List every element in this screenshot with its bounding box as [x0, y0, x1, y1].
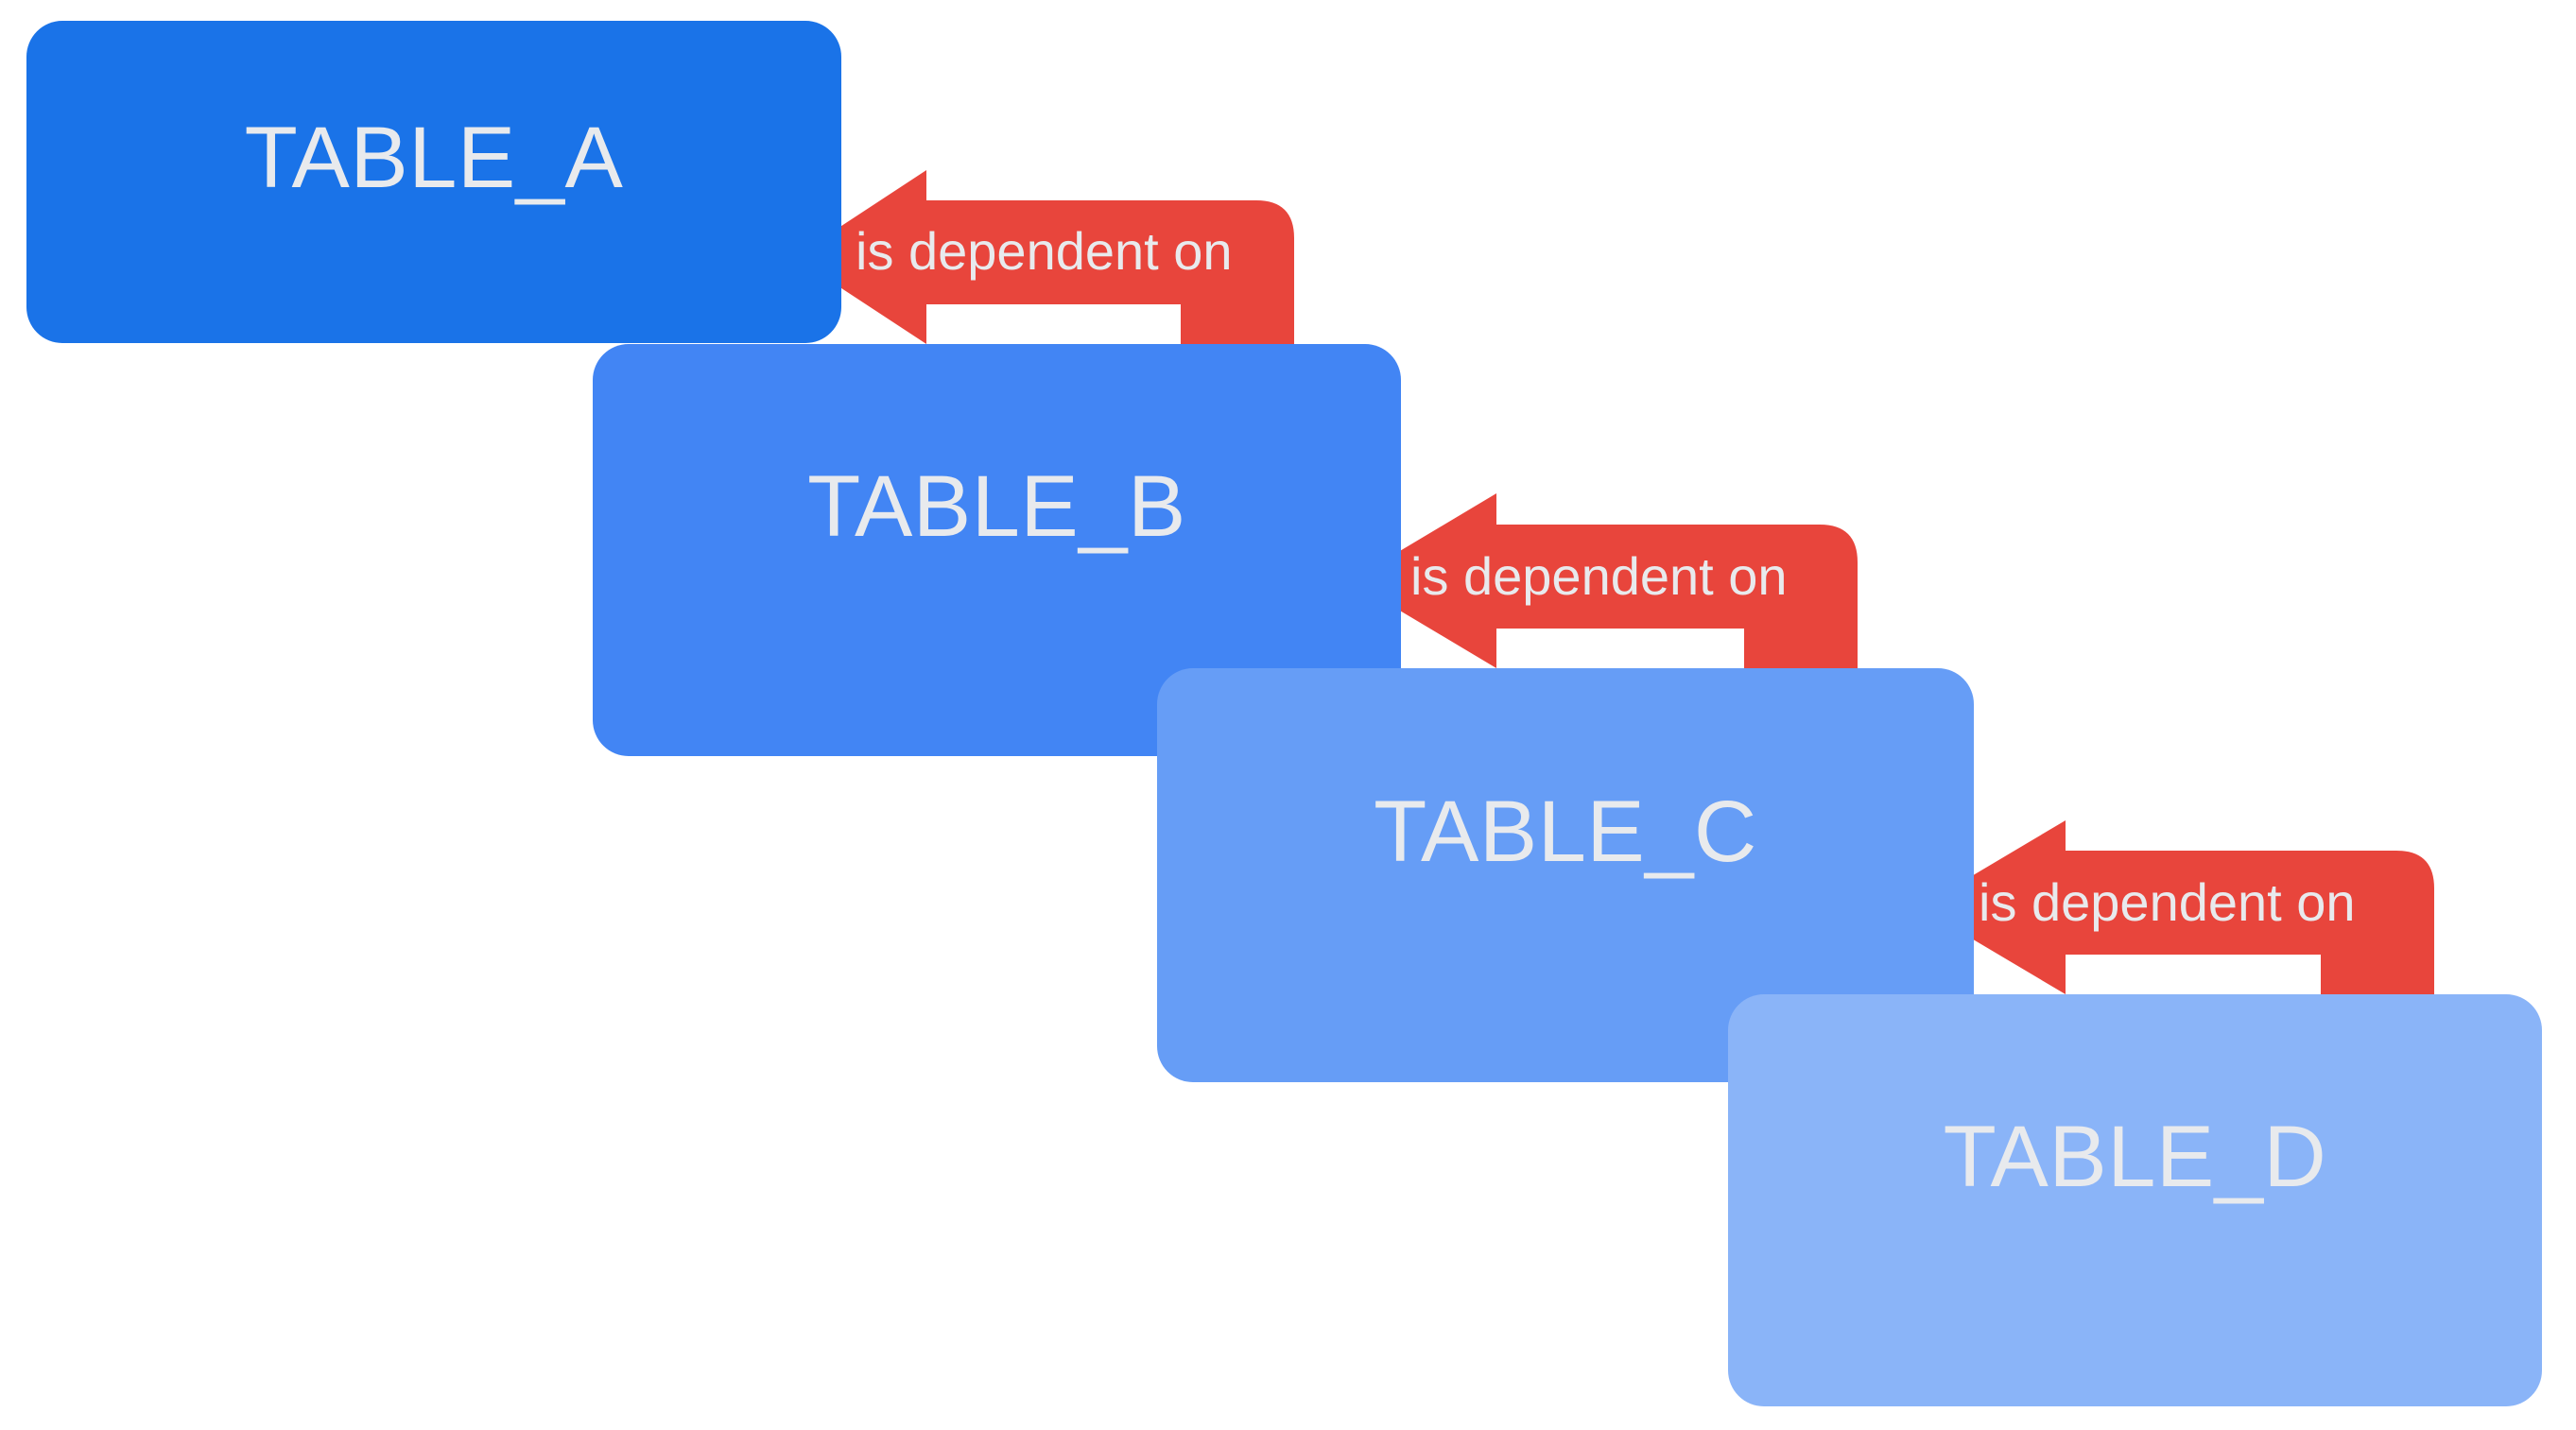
table-node-label: TABLE_B [807, 458, 1186, 555]
dependency-arrow [1350, 493, 1858, 668]
edge-label: is dependent on [1410, 546, 1788, 606]
arrow-shape-icon [1350, 493, 1858, 668]
table-node-d[interactable]: TABLE_D [1728, 994, 2542, 1406]
dependency-arrow [794, 170, 1294, 344]
dependency-arrow [1919, 820, 2434, 994]
arrow-shape-icon [1919, 820, 2434, 994]
edge-label: is dependent on [1979, 872, 2356, 932]
table-node-label: TABLE_C [1374, 784, 1757, 880]
table-node-label: TABLE_D [1943, 1109, 2327, 1205]
table-node-label: TABLE_A [244, 109, 624, 206]
edge-label: is dependent on [856, 221, 1233, 281]
arrow-shape-icon [794, 170, 1294, 344]
table-node-a[interactable]: TABLE_A [26, 21, 841, 343]
